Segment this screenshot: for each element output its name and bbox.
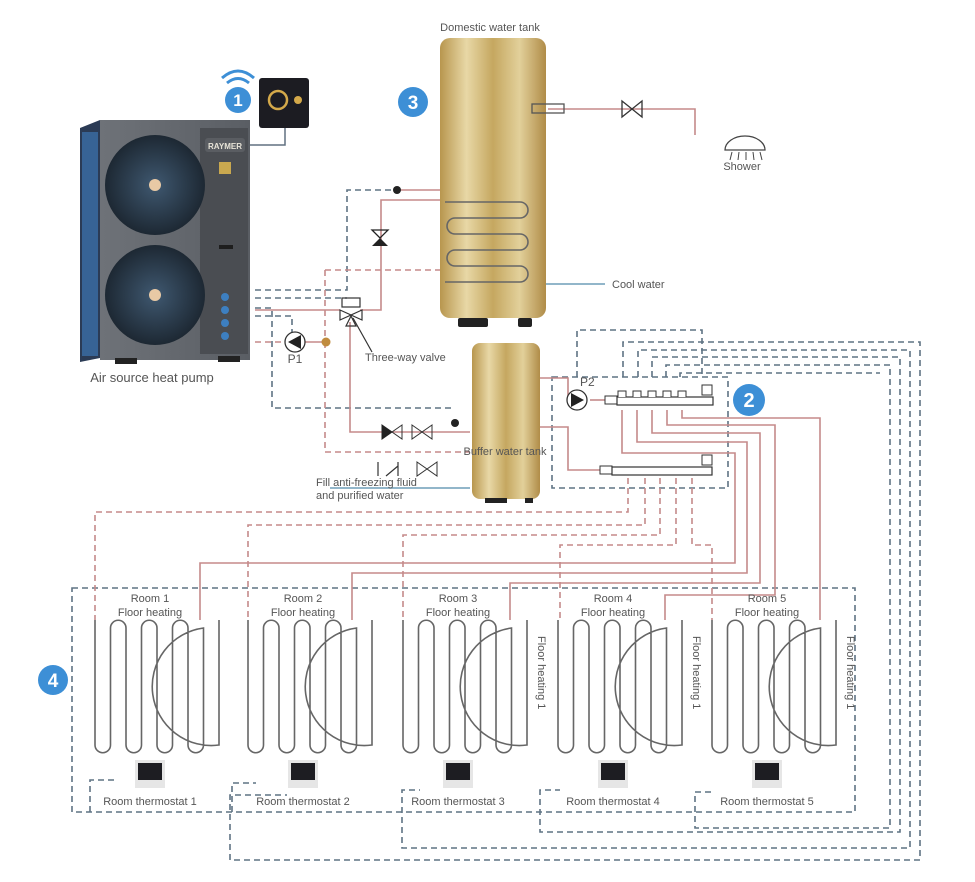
- room-thermostat-label: Room thermostat 5: [720, 796, 814, 808]
- room-type: Floor heating: [118, 607, 182, 619]
- room-type: Floor heating: [581, 607, 645, 619]
- room-thermostat-label: Room thermostat 1: [103, 796, 197, 808]
- room-thermostat-icon[interactable]: [443, 760, 473, 788]
- expansion-fitting-icon: [321, 337, 331, 347]
- shower-icon: [724, 135, 766, 161]
- sensor-icon: [393, 186, 401, 194]
- pump-p2-icon[interactable]: [566, 389, 588, 411]
- certificate-icon: [219, 162, 231, 174]
- room-name: Room 5: [748, 593, 787, 605]
- room-name: Room 4: [594, 593, 633, 605]
- side-grille-icon: [82, 132, 98, 356]
- control-wiring: [71, 189, 921, 861]
- badge-3: 3: [398, 87, 428, 117]
- room-thermostat-icon[interactable]: [135, 760, 165, 788]
- room-thermostat-label: Room thermostat 2: [256, 796, 350, 808]
- air-source-heat-pump: RAYMER: [80, 120, 250, 364]
- floor-heating-coil: [247, 619, 373, 754]
- check-valve-icon[interactable]: [370, 229, 390, 246]
- wifi-icon: [221, 69, 255, 85]
- pump-p1-icon[interactable]: [284, 331, 306, 353]
- badge-1: 1: [225, 87, 251, 113]
- pump-p1-label: P1: [288, 352, 303, 366]
- shower-valve-icon[interactable]: [621, 99, 643, 119]
- fill-label-line1: Fill anti-freezing fluid: [316, 477, 417, 489]
- floor-heating-coil: [711, 619, 837, 754]
- heating-pipes: [94, 108, 821, 620]
- room-name: Room 2: [284, 593, 323, 605]
- room-thermostat-label: Room thermostat 3: [411, 796, 505, 808]
- shower-label: Shower: [723, 161, 761, 173]
- badge-2: 2: [733, 384, 765, 416]
- room-thermostat-icon[interactable]: [598, 760, 628, 788]
- room-thermostat-label: Room thermostat 4: [566, 796, 660, 808]
- floor-heating-coil: [402, 619, 528, 754]
- badge-4: 4: [38, 665, 68, 695]
- three-way-valve-icon[interactable]: [339, 297, 373, 353]
- room-thermostat-icon[interactable]: [288, 760, 318, 788]
- return-manifold[interactable]: [599, 454, 713, 476]
- brand-logo: RAYMER: [208, 142, 242, 151]
- buffer-valves[interactable]: [377, 424, 438, 477]
- pump-p2-label: P2: [580, 375, 595, 389]
- supply-manifold[interactable]: [604, 384, 714, 406]
- heat-pump-label: Air source heat pump: [90, 370, 214, 385]
- indicator-icons: [221, 293, 229, 340]
- buffer-water-tank: [472, 343, 540, 503]
- floor-heating-side-label: Floor heating 1: [535, 636, 547, 709]
- svg-text:1: 1: [233, 91, 242, 110]
- floor-heating-coil: [557, 619, 683, 754]
- floor-heating-coil: [94, 619, 220, 754]
- room-type: Floor heating: [735, 607, 799, 619]
- cool-water-label: Cool water: [612, 279, 665, 291]
- room-type: Floor heating: [426, 607, 490, 619]
- buffer-sensor-icon: [451, 419, 459, 427]
- floor-heating-side-label: Floor heating 1: [844, 636, 856, 709]
- domestic-tank-label: Domestic water tank: [440, 22, 540, 34]
- floor-heating-side-label: Floor heating 1: [690, 636, 702, 709]
- svg-text:2: 2: [743, 390, 754, 412]
- room-thermostat-icon[interactable]: [752, 760, 782, 788]
- buffer-tank-label: Buffer water tank: [464, 446, 547, 458]
- room-name: Room 3: [439, 593, 478, 605]
- fill-label-line2: and purified water: [316, 490, 404, 502]
- domestic-water-tank: [440, 38, 565, 327]
- three-way-valve-label: Three-way valve: [365, 352, 446, 364]
- wifi-controller[interactable]: [250, 78, 309, 146]
- room-name: Room 1: [131, 593, 170, 605]
- svg-text:3: 3: [408, 93, 419, 114]
- room-type: Floor heating: [271, 607, 335, 619]
- svg-text:4: 4: [48, 671, 59, 692]
